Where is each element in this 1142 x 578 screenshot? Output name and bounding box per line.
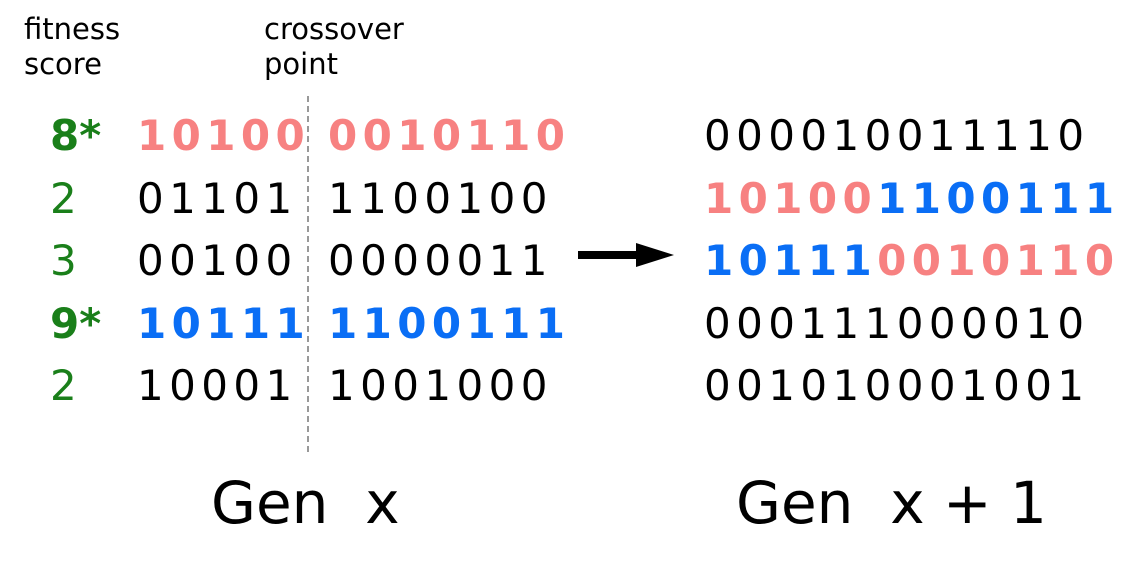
gen-x-label: Gen x (211, 469, 400, 537)
gen-x1-label: Gen x + 1 (736, 469, 1047, 537)
chromosome-head: 01101 (137, 173, 298, 223)
chromosome-tail: 0000011 (328, 236, 553, 285)
offspring-chromosome: 101001100111 (704, 168, 1120, 230)
chromosome-segment: 000111000010 (704, 298, 1090, 348)
chromosome-tail: 1001000 (328, 361, 553, 410)
chromosome-head: 00100 (137, 236, 298, 285)
crossover-divider (307, 96, 309, 452)
chromosome-segment: 001010001001 (704, 361, 1090, 410)
fitness-score: 2 (50, 173, 77, 223)
crossover-point-header: crossover point (264, 12, 404, 81)
fitness-score: 9* (50, 298, 102, 348)
chromosome-segment: 000010011110 (704, 111, 1090, 160)
fitness-score-header: fitness score (24, 12, 121, 81)
chromosome-tail: 1100111 (328, 298, 571, 348)
chromosome-head: 10100 (137, 111, 311, 160)
chromosome-segment: 1100111 (877, 173, 1120, 223)
chromosome-tail: 0010110 (328, 111, 571, 160)
chromosome-segment: 0010110 (877, 236, 1120, 285)
chromosome-tail: 1100100 (328, 173, 553, 223)
fitness-score: 3 (50, 236, 77, 285)
offspring-chromosome: 000010011110 (704, 105, 1089, 167)
chromosome-head: 10111 (137, 298, 311, 348)
fitness-score: 8* (50, 111, 102, 160)
offspring-chromosome: 000111000010 (704, 293, 1089, 355)
chromosome-segment: 10111 (704, 236, 878, 285)
offspring-chromosome: 001010001001 (704, 355, 1089, 417)
fitness-score: 2 (50, 361, 77, 410)
chromosome-segment: 10100 (704, 173, 878, 223)
offspring-chromosome: 101110010110 (704, 230, 1120, 292)
right-arrow-icon (578, 243, 674, 267)
chromosome-head: 10001 (137, 361, 298, 410)
